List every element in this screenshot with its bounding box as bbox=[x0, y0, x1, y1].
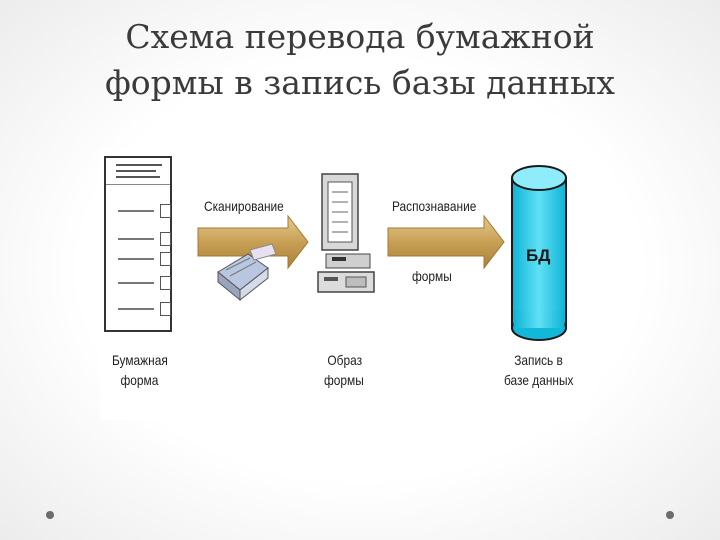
recognition-arrow bbox=[387, 214, 505, 270]
caption-form-image-line-1: Образ bbox=[327, 352, 363, 368]
scanning-label: Сканирование bbox=[204, 198, 284, 214]
caption-form-image: Образ формы bbox=[324, 350, 364, 390]
conversion-diagram: Сканирование Распознавание формы БД Бума… bbox=[100, 150, 590, 420]
scanner-icon bbox=[217, 243, 277, 302]
slide-corner-dot-right bbox=[666, 511, 674, 519]
caption-form-image-line-2: формы bbox=[324, 372, 364, 388]
caption-db-record-line-1: Запись в bbox=[514, 352, 563, 368]
database-icon bbox=[511, 165, 567, 341]
title-line-2: формы в запись базы данных bbox=[104, 63, 616, 102]
title-line-1: Схема перевода бумажной bbox=[125, 17, 595, 56]
caption-db-record-line-2: базе данных bbox=[504, 372, 574, 388]
caption-paper-form-line-1: Бумажная bbox=[112, 352, 168, 368]
caption-paper-form-line-2: форма bbox=[120, 372, 159, 388]
scanning-arrow bbox=[197, 214, 309, 270]
caption-db-record: Запись в базе данных bbox=[504, 350, 573, 390]
caption-paper-form: Бумажная форма bbox=[112, 350, 168, 390]
recognition-label-line-2: формы bbox=[412, 268, 452, 284]
slide-title: Схема перевода бумажной формы в запись б… bbox=[40, 14, 680, 106]
slide-corner-dot-left bbox=[46, 511, 54, 519]
diagram-graphics bbox=[197, 165, 567, 341]
computer-icon bbox=[317, 173, 375, 293]
database-label: БД bbox=[526, 246, 551, 265]
recognition-label-line-1: Распознавание bbox=[392, 198, 477, 214]
paper-form-icon bbox=[104, 156, 172, 332]
